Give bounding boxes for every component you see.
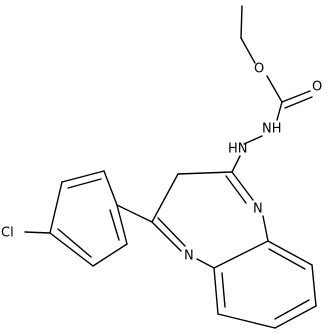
bond-c4-n-double-1	[151, 221, 182, 252]
bond-c9a-c9	[267, 240, 313, 266]
bond-c-o-double-1	[281, 90, 311, 103]
bond-ortho-lower-ipso	[116, 204, 128, 245]
bond-ch2-o	[240, 37, 256, 64]
bond-inner-c8-c7	[274, 299, 310, 320]
bond-meta-upper-para	[49, 181, 63, 234]
bond-o-carbonyl-c	[266, 75, 283, 103]
carbonyl-oxygen-label: O	[312, 80, 322, 95]
bond-c6-c5a	[213, 267, 219, 315]
bond-nh-nh	[243, 135, 263, 145]
bond-para-cl	[24, 231, 51, 234]
bond-carbonyl-c-nh	[276, 101, 283, 121]
hydrazine-nh-upper-label: NH	[262, 122, 282, 137]
ester-oxygen-label: O	[254, 62, 264, 77]
bond-c8-c7	[274, 305, 317, 329]
bond-inner-para	[57, 228, 92, 258]
bond-c9-c8	[311, 264, 317, 307]
bond-ortho-upper-meta-upper	[61, 170, 105, 183]
bond-c7-c6	[217, 313, 276, 329]
bond-inner-lower	[109, 209, 120, 241]
bond-c2-ch2	[177, 171, 233, 175]
ring-n-left-label: N	[184, 249, 194, 264]
bond-para-meta-lower	[49, 232, 94, 267]
hydrazine-nh-lower-label: HN	[228, 142, 248, 157]
bond-c5a-c9a	[213, 240, 269, 269]
bond-ipso-ortho-upper	[103, 170, 118, 206]
bond-ch2-c4	[151, 173, 179, 223]
chlorine-label: Cl	[1, 226, 14, 241]
bond-hn-c2	[231, 155, 241, 173]
bond-c-o-double-2	[284, 96, 313, 109]
bond-n-c5a	[196, 258, 215, 269]
bond-c4-n-double-2	[157, 217, 186, 247]
bond-ch3-ch2	[240, 5, 243, 39]
bond-c2-n-double-1	[231, 171, 254, 201]
bond-c2-n-double-2	[225, 175, 247, 204]
bond-c4-ipso	[116, 204, 153, 223]
bond-inner-c9a-c9	[268, 248, 306, 270]
bond-n-c9a	[262, 215, 269, 242]
bond-meta-lower-ortho-lower	[92, 243, 128, 267]
bond-inner-c6-c5a	[221, 272, 226, 308]
ring-n-right-label: N	[253, 202, 263, 217]
bond-inner-upper	[67, 178, 102, 189]
